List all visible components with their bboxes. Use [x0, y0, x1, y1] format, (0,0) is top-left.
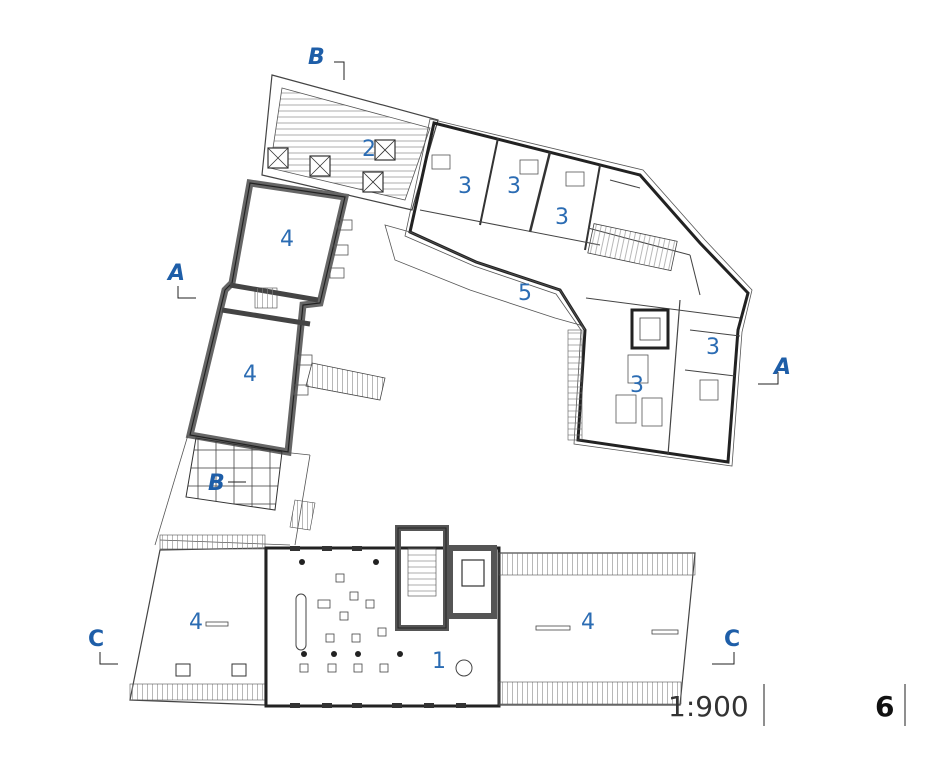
room-label-4d: 4 — [581, 610, 595, 635]
room-label-3d: 3 — [706, 335, 720, 360]
section-marker-b-bottom: B — [208, 471, 225, 496]
room-label-4a: 4 — [280, 227, 294, 252]
room-label-3c: 3 — [555, 205, 569, 230]
bottom-wing — [129, 525, 696, 708]
section-marker-c-right: C — [724, 627, 740, 652]
room-label-2: 2 — [362, 137, 376, 162]
section-marker-a-right: A — [772, 355, 791, 380]
section-marker-a-left: A — [166, 261, 185, 286]
page-number: 6 — [875, 690, 894, 723]
room-label-4b: 4 — [243, 362, 257, 387]
room-label-5: 5 — [518, 281, 532, 306]
room-label-3a: 3 — [458, 174, 472, 199]
room-label-3b: 3 — [507, 174, 521, 199]
room-label-3e: 3 — [630, 373, 644, 398]
section-marker-c-left: C — [88, 627, 104, 652]
left-wing — [154, 179, 386, 546]
section-lines — [99, 61, 906, 726]
room-label-1: 1 — [432, 649, 446, 674]
terrace-block — [261, 74, 439, 211]
room-label-4c: 4 — [189, 610, 203, 635]
section-marker-b-top: B — [308, 45, 325, 70]
scale-label: 1:900 — [668, 690, 749, 723]
office-wing — [384, 118, 753, 467]
